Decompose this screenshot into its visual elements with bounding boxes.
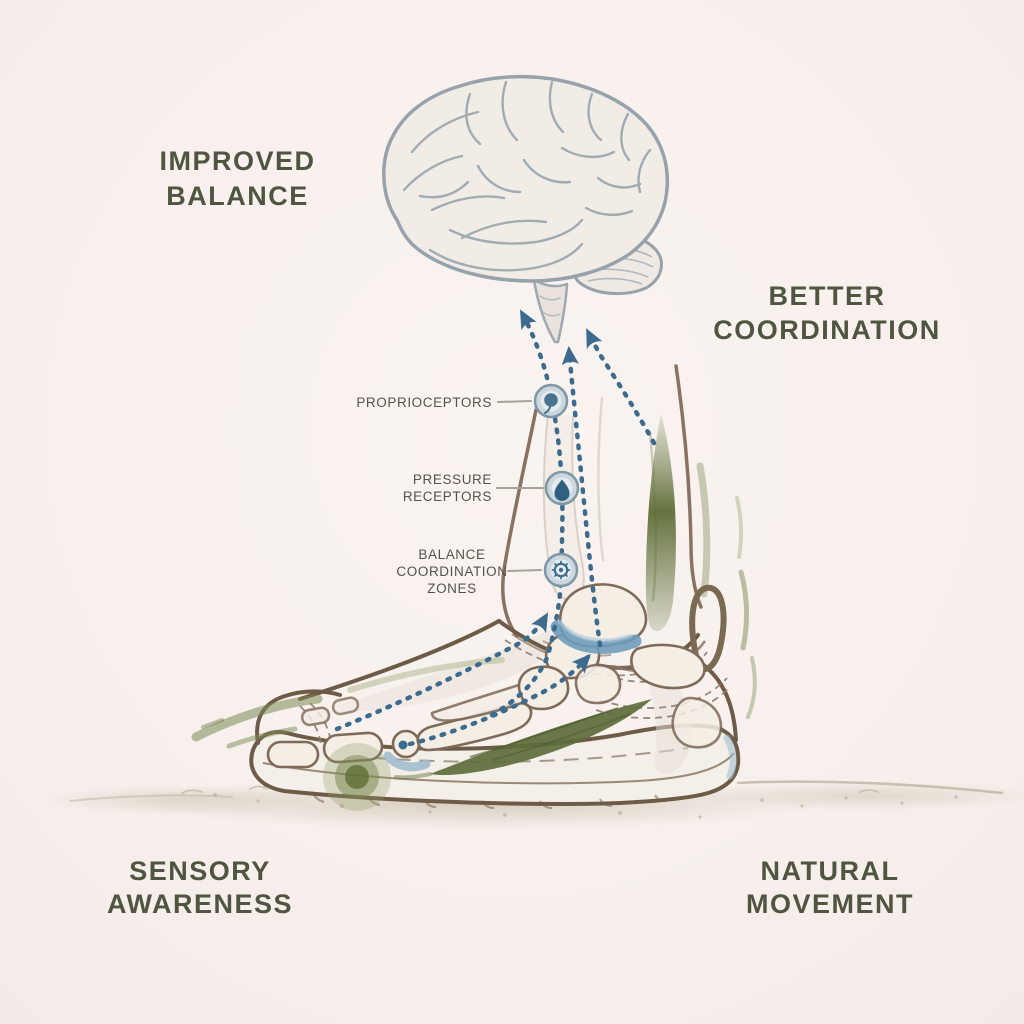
first-metatarsal [416, 701, 533, 752]
callout-line: PROPRIOCEPTORS [356, 395, 492, 410]
label-line: BALANCE [166, 181, 309, 211]
sole-tread [311, 791, 667, 810]
callout-line: BALANCE [418, 547, 486, 562]
label-line: COORDINATION [713, 315, 941, 345]
brainstem [532, 278, 569, 344]
callout-line: RECEPTORS [402, 489, 492, 504]
signal-origin-dot [398, 740, 408, 750]
label-line: BETTER [768, 281, 886, 311]
proprioceptors-marker [533, 383, 569, 419]
signal-arrow-calf [585, 328, 657, 446]
label-better-coordination: BETTER COORDINATION [672, 279, 982, 347]
callout-line: ZONES [427, 581, 477, 596]
balance-gyro-icon [551, 560, 571, 580]
calcaneus-bone [630, 643, 706, 690]
label-line: NATURAL [760, 856, 900, 886]
ball-pressure-zone [323, 743, 391, 811]
callout-line: COORDINATION [396, 564, 508, 579]
brain-illustration [382, 74, 670, 344]
callout-pressure-receptors: PRESSURE RECEPTORS [342, 471, 492, 505]
pressure-receptors-marker [544, 470, 580, 506]
signal-arrow-instep [334, 612, 549, 732]
label-line: SENSORY [129, 856, 271, 886]
calf-activation-zone [645, 414, 757, 719]
ankle-joint-highlight [550, 620, 642, 654]
signal-arrow-forefoot [407, 653, 591, 747]
callout-proprioceptors: PROPRIOCEPTORS [322, 394, 492, 411]
pressure-droplet-icon [554, 479, 570, 502]
label-line: MOVEMENT [745, 889, 914, 919]
label-improved-balance: IMPROVED BALANCE [105, 144, 370, 214]
upper-shading [340, 630, 692, 775]
callout-line: PRESSURE [412, 472, 492, 487]
toe-cap [255, 689, 342, 745]
signal-arrow-shin [561, 345, 603, 648]
callout-leader-lines [496, 400, 544, 572]
toe-joint-highlight [383, 751, 431, 772]
big-toe-distal-bone [266, 740, 320, 769]
callout-balance-coordination-zones: BALANCE COORDINATION ZONES [377, 546, 527, 597]
balance-zones-marker [543, 552, 579, 588]
nerve-receptor-icon [544, 393, 558, 414]
label-line: AWARENESS [106, 889, 294, 919]
cerebrum [382, 74, 670, 283]
brain-gyri [402, 80, 652, 272]
arch-muscle-zone [430, 699, 652, 776]
label-line: IMPROVED [159, 146, 316, 176]
label-sensory-awareness: SENSORY AWARENESS [62, 855, 338, 921]
label-natural-movement: NATURAL MOVEMENT [690, 855, 970, 921]
receptor-markers [533, 383, 580, 588]
